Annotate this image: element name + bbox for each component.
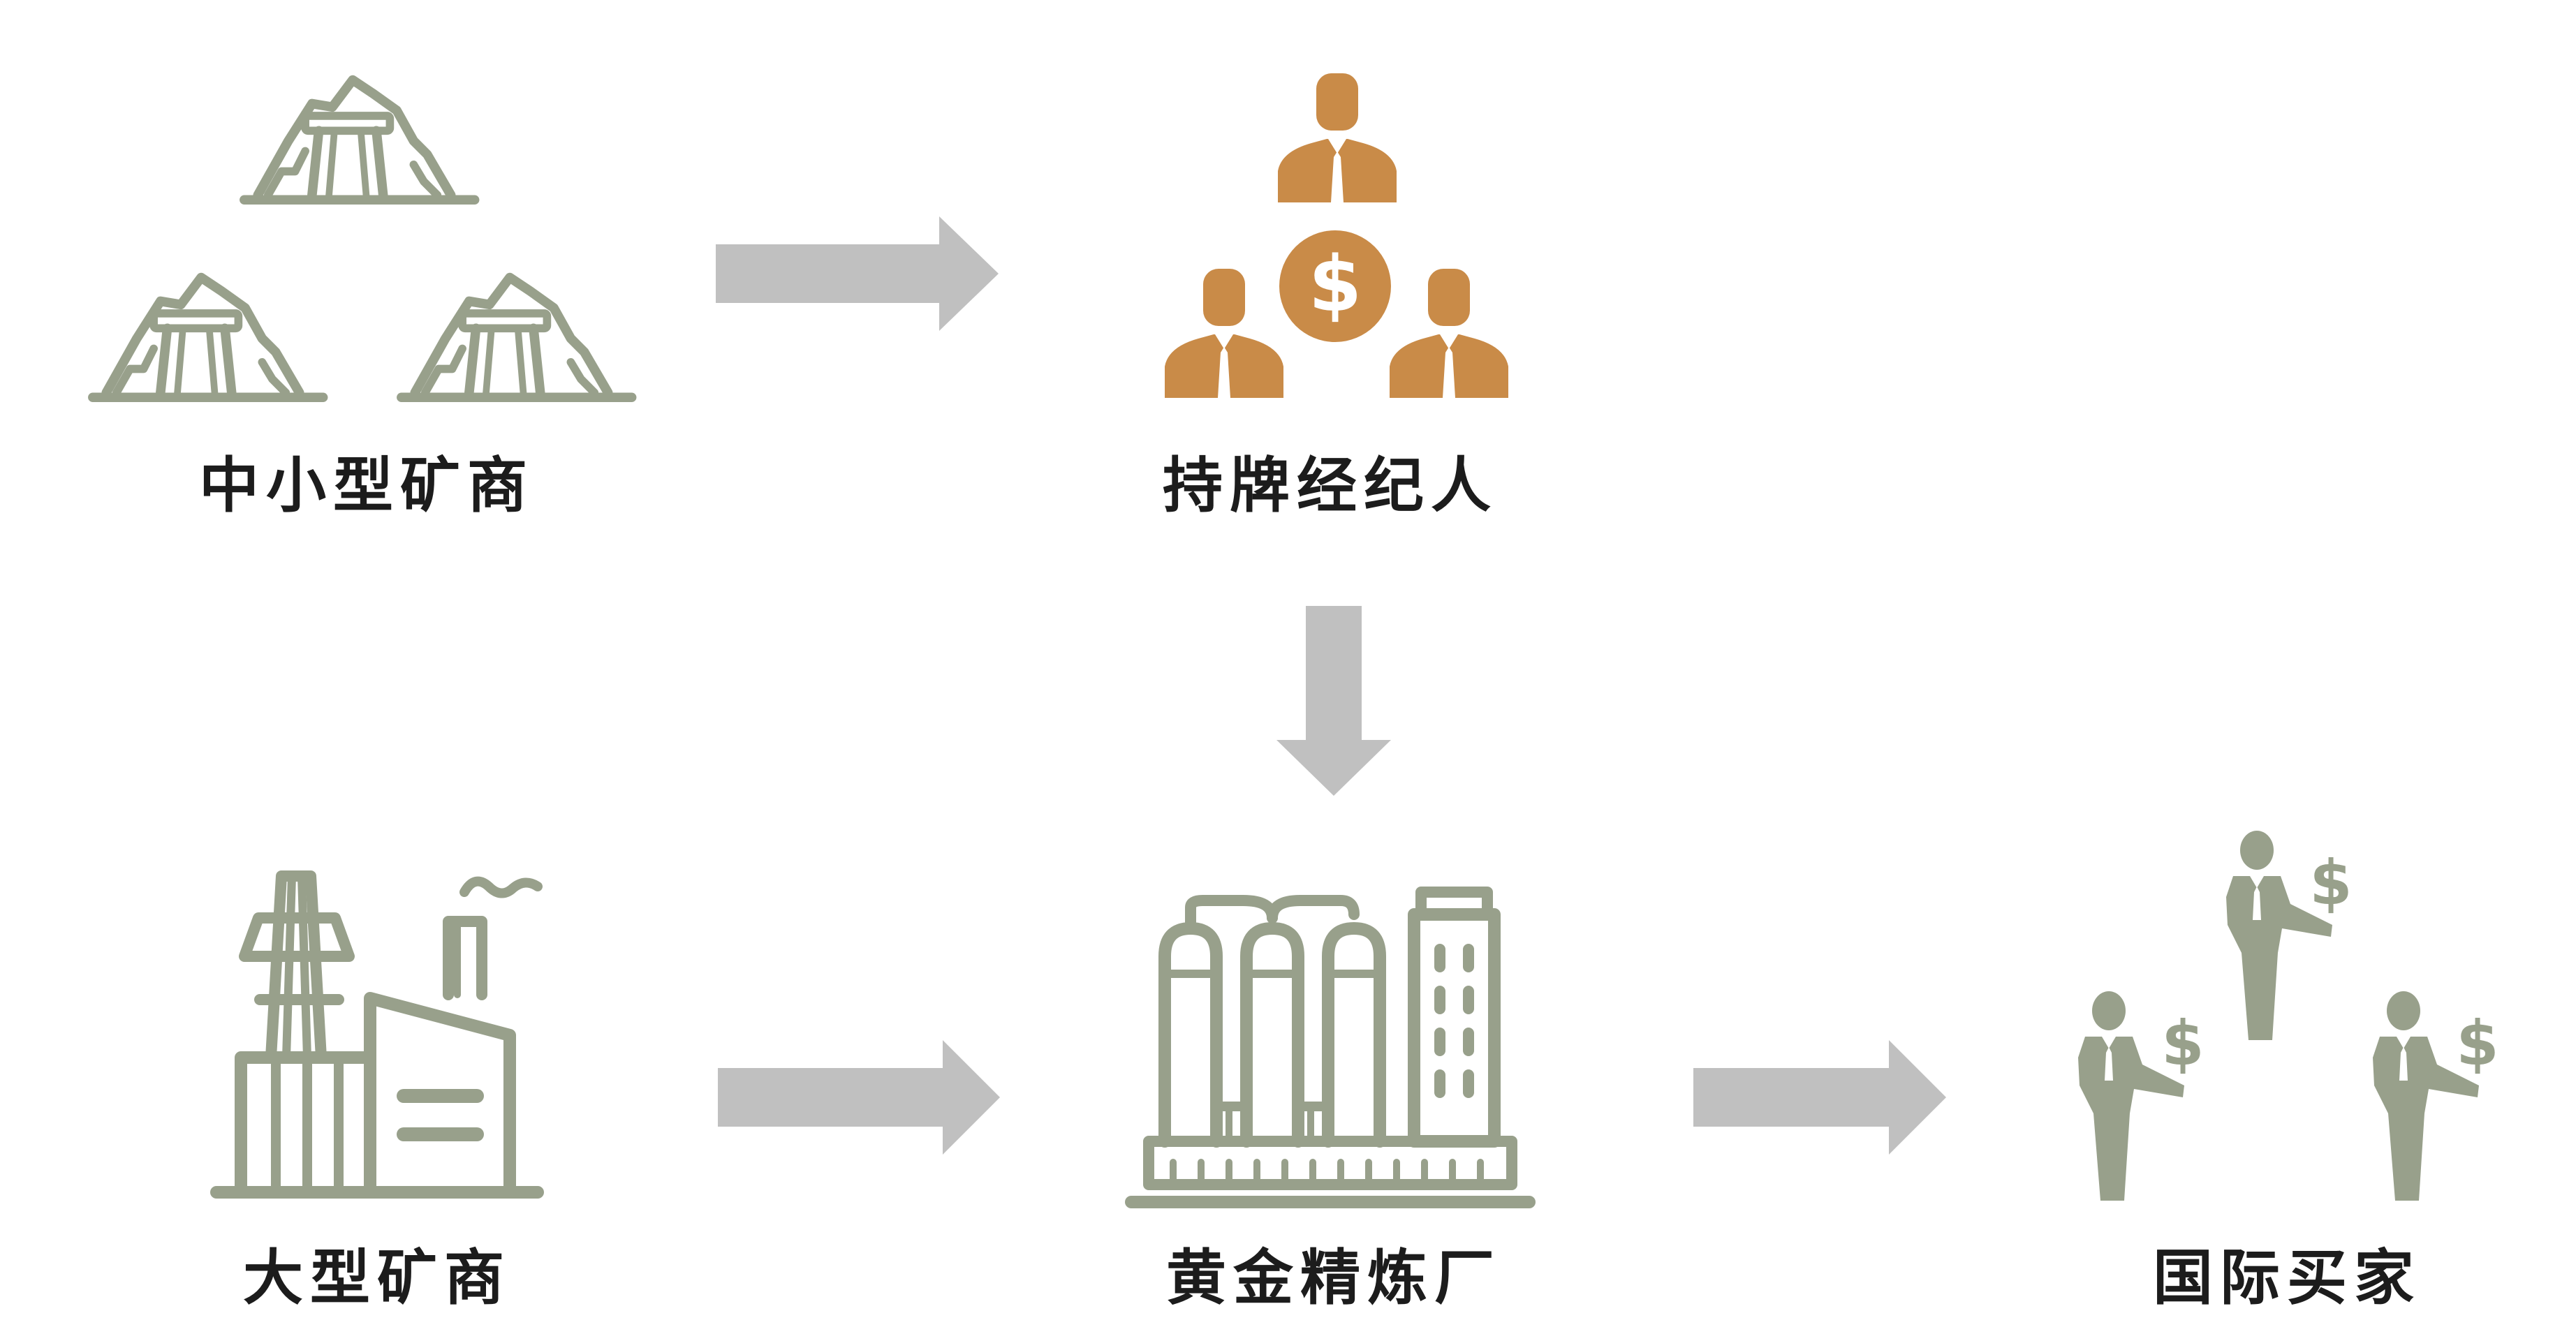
large-miners-label: 大型矿商 (243, 1243, 511, 1313)
businessman-dollar-icon (2078, 831, 2499, 1201)
arrow-broker-to-refinery (1276, 606, 1391, 796)
broker-label: 持牌经纪人 (1163, 451, 1498, 521)
arrow-large-miners-to-refinery (718, 1040, 1000, 1155)
arrow-small-miners-to-broker (716, 216, 999, 331)
broker-people-dollar-icon: $ (1165, 73, 1508, 398)
refinery-label: 黄金精炼厂 (1166, 1243, 1501, 1313)
refinery-silo-icon (1125, 887, 1536, 1208)
small-miners-label: 中小型矿商 (199, 451, 534, 521)
industrial-plant-icon (210, 870, 544, 1199)
dollar-icon: $ (1309, 239, 1362, 329)
buyers-label: 国际买家 (2153, 1243, 2421, 1313)
mine-mountain-icon (93, 80, 632, 398)
arrow-refinery-to-buyers (1693, 1040, 1946, 1155)
